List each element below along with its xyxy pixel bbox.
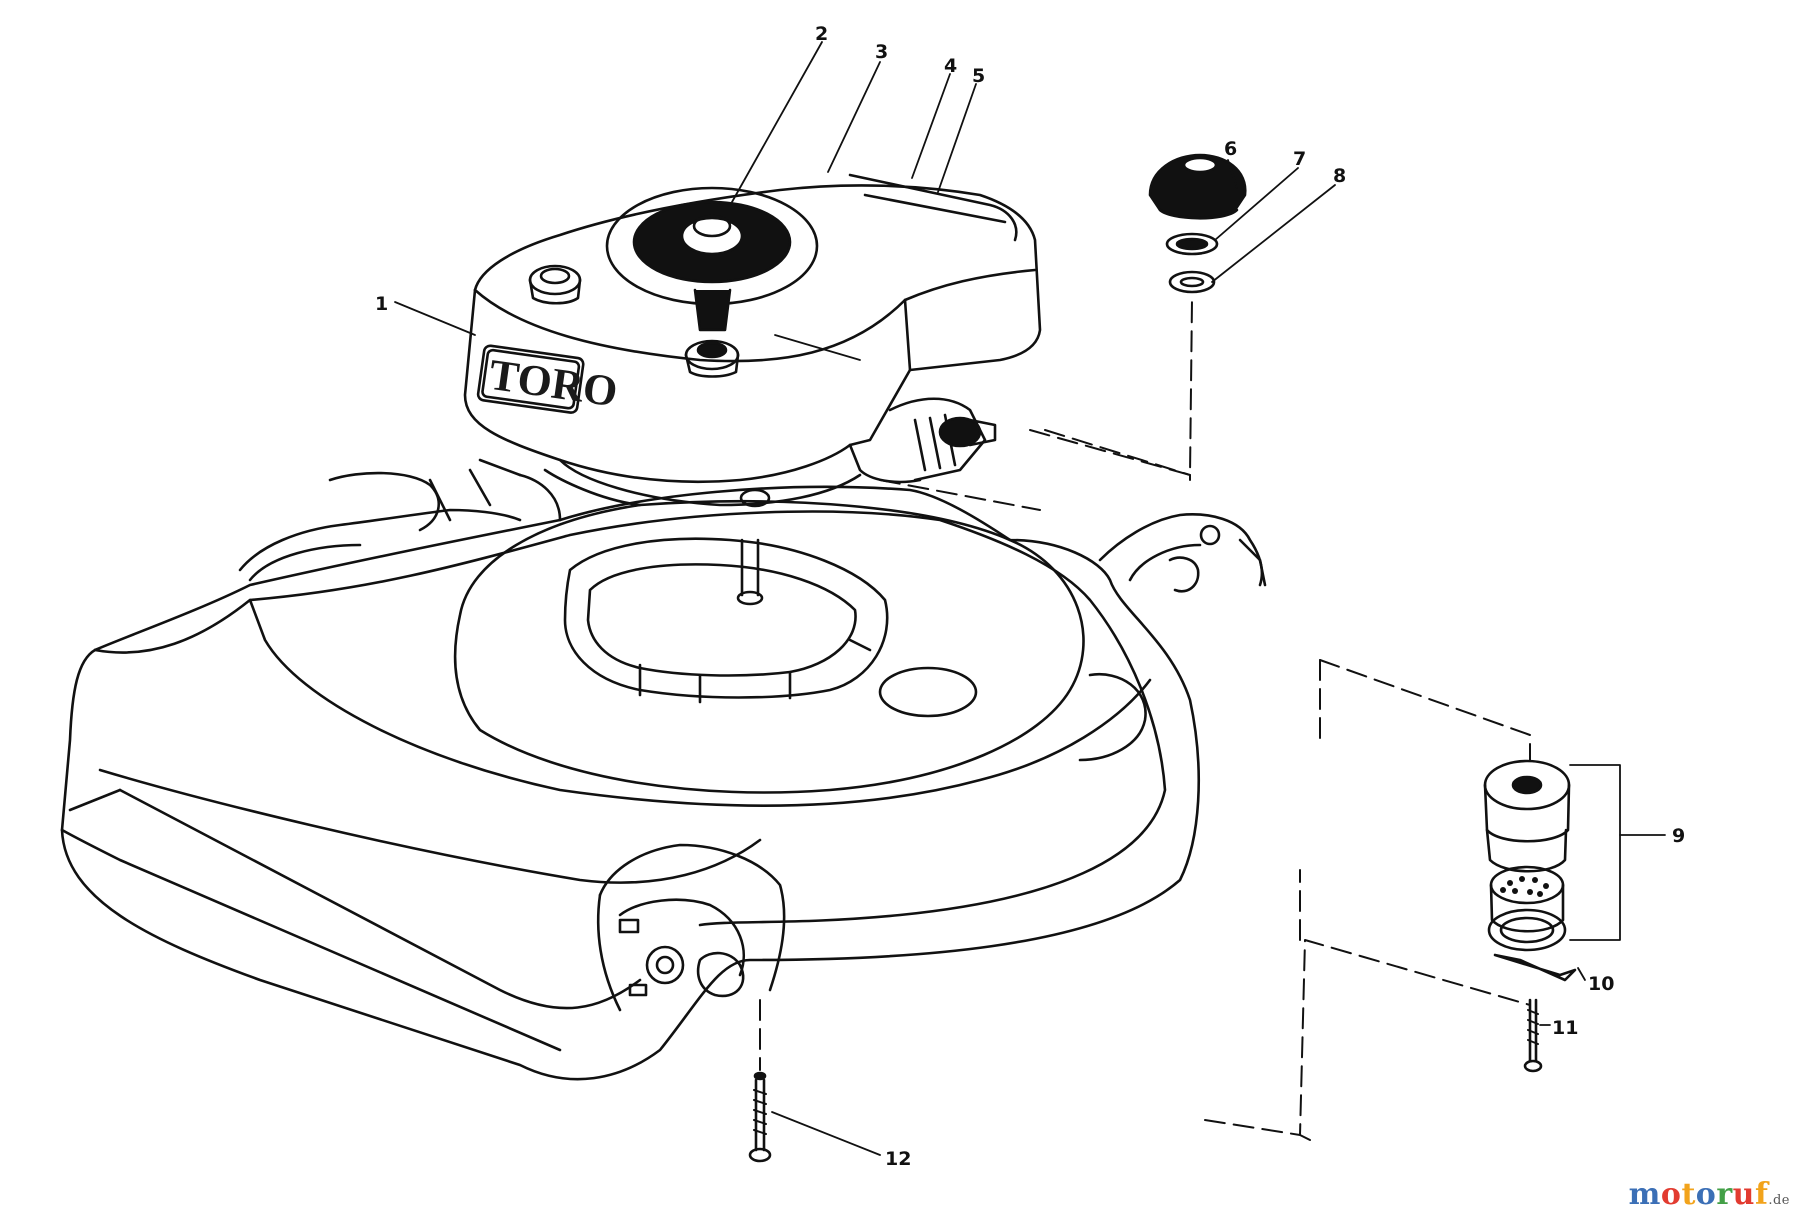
engine-assembly — [463, 173, 1042, 508]
callout-5: 5 — [972, 65, 985, 87]
air-cleaner-parts — [1148, 153, 1247, 294]
watermark-letter: r — [1716, 1177, 1733, 1212]
callout-labels: 1 2 3 4 5 6 7 8 9 10 11 12 — [375, 23, 1685, 1170]
muffler-parts — [1483, 759, 1577, 1073]
callout-7: 7 — [1293, 148, 1306, 170]
callout-12: 12 — [885, 1148, 911, 1170]
callout-2: 2 — [815, 23, 828, 45]
mower-deck — [60, 458, 1267, 1081]
watermark-letter: o — [1660, 1177, 1682, 1212]
watermark-letter: f — [1754, 1177, 1769, 1212]
watermark-letter: t — [1681, 1177, 1696, 1212]
callout-1: 1 — [375, 293, 388, 315]
callout-6: 6 — [1224, 138, 1237, 160]
assembly-lines — [759, 299, 1531, 1141]
callout-3: 3 — [875, 41, 888, 63]
callout-10: 10 — [1588, 973, 1614, 995]
callout-11: 11 — [1552, 1017, 1578, 1039]
watermark-suffix: .de — [1768, 1193, 1790, 1208]
leader-lines — [394, 41, 1666, 1156]
callout-9: 9 — [1672, 825, 1685, 847]
callout-4: 4 — [944, 55, 957, 77]
deck-bolt — [748, 1071, 772, 1163]
motoruf-watermark-logo: motoruf.de — [1629, 1177, 1790, 1212]
watermark-letter: u — [1732, 1177, 1755, 1212]
callout-8: 8 — [1333, 165, 1346, 187]
watermark-letter: o — [1695, 1177, 1717, 1212]
watermark-letter: m — [1628, 1177, 1661, 1212]
brand-label: TORO — [486, 350, 620, 416]
